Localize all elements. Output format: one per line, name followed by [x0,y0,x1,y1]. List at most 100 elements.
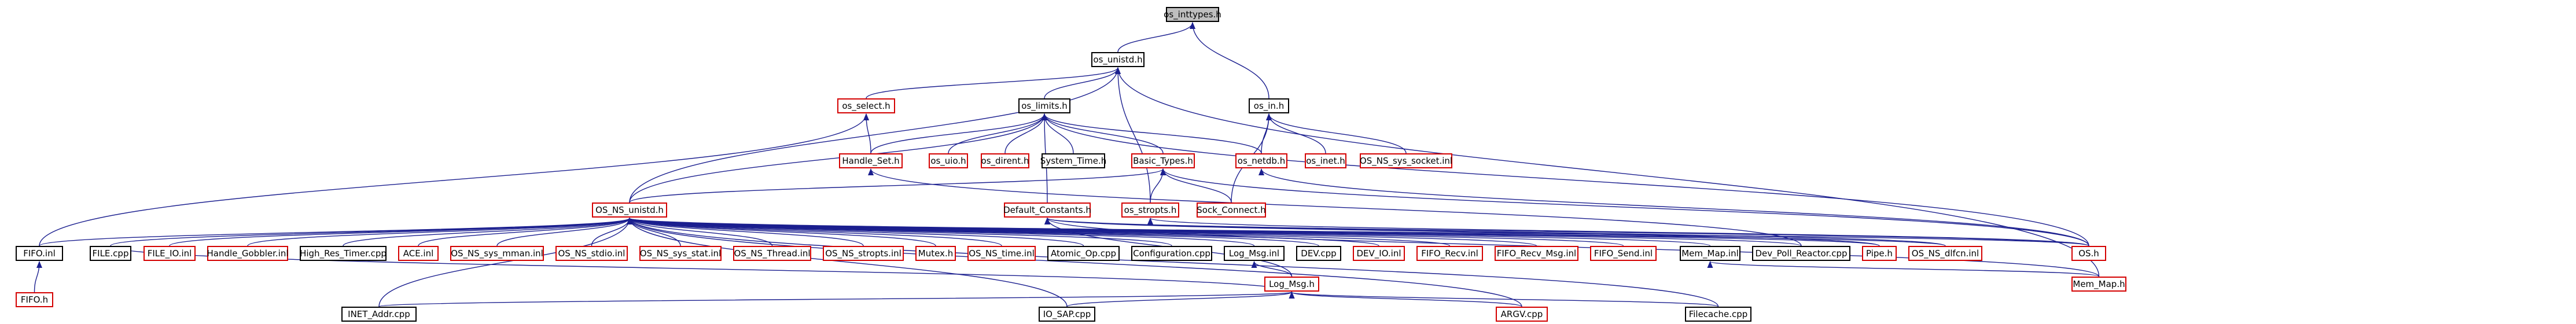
node-os-netdb[interactable]: os_netdb.h [1235,153,1287,168]
edge-os-uio-to-os-limits [948,113,1047,154]
node-filecache[interactable]: Filecache.cpp [1685,307,1751,322]
edge-file-cpp-to-os-ns-unistd [110,218,632,246]
edge-os-stropts-to-os-unistd [1115,67,1151,203]
node-os-limits[interactable]: os_limits.h [1018,98,1070,113]
edge-os-ns-unistd-to-os-limits [629,113,1047,203]
edge-handle-gobbler-to-os-ns-unistd [247,218,632,246]
edge-handle-set-to-os-select [863,113,871,154]
edge-os-ns-sys-socket-to-os-in [1266,113,1407,154]
edge-os-select-to-os-unistd [866,67,1121,99]
node-dev-cpp[interactable]: DEV.cpp [1296,246,1341,261]
node-sock-connect[interactable]: Sock_Connect.h [1197,203,1266,218]
edge-os-netdb-to-os-in [1261,113,1272,154]
node-os-ns-stropts[interactable]: OS_NS_stropts.inl [823,246,904,261]
node-os-ns-thread[interactable]: OS_NS_Thread.inl [733,246,811,261]
edge-mem-map-h-to-mem-map-inl [1707,261,2100,277]
node-log-msg-h[interactable]: Log_Msg.h [1264,277,1319,292]
edge-os-ns-dlfcn-to-default-constants [1044,218,1946,246]
node-mem-map-h[interactable]: Mem_Map.h [2071,277,2126,292]
node-dev-poll[interactable]: Dev_Poll_Reactor.cpp [1752,246,1850,261]
edge-filecache-to-log-msg-h [1289,292,1719,307]
edge-os-h-to-os-netdb [1258,168,2089,246]
node-high-res-timer[interactable]: High_Res_Timer.cpp [300,246,387,261]
node-sys-stat[interactable]: OS_NS_sys_stat.inl [639,246,722,261]
edge-sock-connect-to-basic-types [1160,168,1232,203]
edge-os-unistd-to-os-inttypes [1117,22,1195,53]
node-file-io-inl[interactable]: FILE_IO.inl [143,246,196,261]
edge-os-netdb-to-os-limits [1042,113,1262,154]
edge-log-msg-h-to-log-msg-inl [1251,261,1293,277]
edge-os-ns-unistd-to-os-unistd [629,67,1121,203]
node-os-select[interactable]: os_select.h [837,98,895,113]
edge-io-sap-to-os-ns-unistd [627,218,1068,307]
node-default-constants[interactable]: Default_Constants.h [1003,203,1091,218]
edge-handle-set-to-os-limits [870,113,1047,154]
node-os-ns-stdio[interactable]: OS_NS_stdio.inl [555,246,628,261]
node-mem-map-inl[interactable]: Mem_Map.inl [1680,246,1740,261]
edge-fifo-inl-to-os-select [39,113,869,246]
edge-mutex-h-to-os-ns-unistd [627,218,936,246]
node-os-in[interactable]: os_in.h [1249,98,1289,113]
node-os-inttypes[interactable]: os_inttypes.h [1164,7,1221,22]
node-os-ns-sys-socket[interactable]: OS_NS_sys_socket.inl [1360,153,1452,168]
node-fifo-recv-msg[interactable]: FIFO_Recv_Msg.inl [1495,246,1578,261]
node-log-msg-inl[interactable]: Log_Msg.inl [1224,246,1285,261]
node-sys-mman[interactable]: OS_NS_sys_mman.inl [450,246,544,261]
edge-dev-poll-to-handle-set [868,168,1802,246]
edge-os-h-to-os-limits [1042,113,2089,246]
edge-argv-cpp-to-os-ns-unistd [627,218,1522,307]
edge-os-h-to-os-ns-unistd [627,218,2089,246]
edge-os-ns-thread-to-os-ns-unistd [627,218,773,246]
edge-basic-types-to-os-limits [1042,113,1164,154]
node-dev-io-inl[interactable]: DEV_IO.inl [1353,246,1405,261]
node-fifo-inl[interactable]: FIFO.inl [16,246,63,261]
node-os-ns-time[interactable]: OS_NS_time.inl [967,246,1036,261]
node-system-time[interactable]: System_Time.h [1040,153,1106,168]
node-os-stropts[interactable]: os_stropts.h [1121,203,1179,218]
edge-io-sap-to-log-msg-h [1066,292,1295,307]
edge-inet-addr-to-os-ns-unistd [378,218,632,307]
edge-os-limits-to-os-unistd [1044,67,1121,99]
node-argv-cpp[interactable]: ARGV.cpp [1496,307,1548,322]
node-configuration[interactable]: Configuration.cpp [1131,246,1212,261]
node-ace-inl[interactable]: ACE.inl [398,246,439,261]
node-atomic-op[interactable]: Atomic_Op.cpp [1047,246,1120,261]
edge-os-h-to-basic-types [1160,168,2089,246]
node-os-dirent[interactable]: os_dirent.h [981,153,1029,168]
edge-os-stropts-to-basic-types [1150,168,1166,203]
node-pipe-h[interactable]: Pipe.h [1862,246,1897,261]
edge-os-ns-stropts-to-os-ns-unistd [627,218,864,246]
edge-file-io-inl-to-os-ns-unistd [169,218,632,246]
node-os-uio[interactable]: os_uio.h [929,153,968,168]
node-fifo-send[interactable]: FIFO_Send.inl [1590,246,1657,261]
edge-os-ns-time-to-os-ns-unistd [627,218,1002,246]
edge-mem-map-h-to-os-unistd [1115,67,2100,277]
edge-high-res-timer-to-os-ns-unistd [343,218,632,246]
edge-inet-addr-to-log-msg-h [378,292,1294,307]
edge-os-inet-to-os-in [1266,113,1326,154]
node-io-sap[interactable]: IO_SAP.cpp [1039,307,1095,322]
edge-atomic-op-to-os-ns-unistd [627,218,1084,246]
node-os-ns-dlfcn[interactable]: OS_NS_dlfcn.inl [1908,246,1982,261]
node-os-ns-unistd[interactable]: OS_NS_unistd.h [592,203,667,218]
node-handle-set[interactable]: Handle_Set.h [839,153,903,168]
node-os-h[interactable]: OS.h [2071,246,2106,261]
edge-fifo-h-to-fifo-inl [34,261,42,293]
edge-os-in-to-os-inttypes [1190,22,1269,99]
node-fifo-h[interactable]: FIFO.h [16,292,53,307]
node-os-inet[interactable]: os_inet.h [1305,153,1346,168]
node-mutex-h[interactable]: Mutex.h [915,246,956,261]
edge-argv-cpp-to-log-msg-h [1289,292,1522,307]
node-handle-gobbler[interactable]: Handle_Gobbler.inl [207,246,289,261]
edge-os-ns-unistd-to-basic-types [629,168,1166,203]
node-fifo-recv[interactable]: FIFO_Recv.inl [1416,246,1483,261]
node-file-cpp[interactable]: FILE.cpp [90,246,131,261]
node-inet-addr[interactable]: INET_Addr.cpp [341,307,417,322]
edge-filecache-to-os-ns-unistd [627,218,1719,307]
edge-os-h-to-default-constants [1044,218,2089,246]
node-os-unistd[interactable]: os_unistd.h [1091,52,1145,67]
edge-sys-mman-to-os-ns-unistd [496,218,632,246]
node-basic-types[interactable]: Basic_Types.h [1131,153,1195,168]
